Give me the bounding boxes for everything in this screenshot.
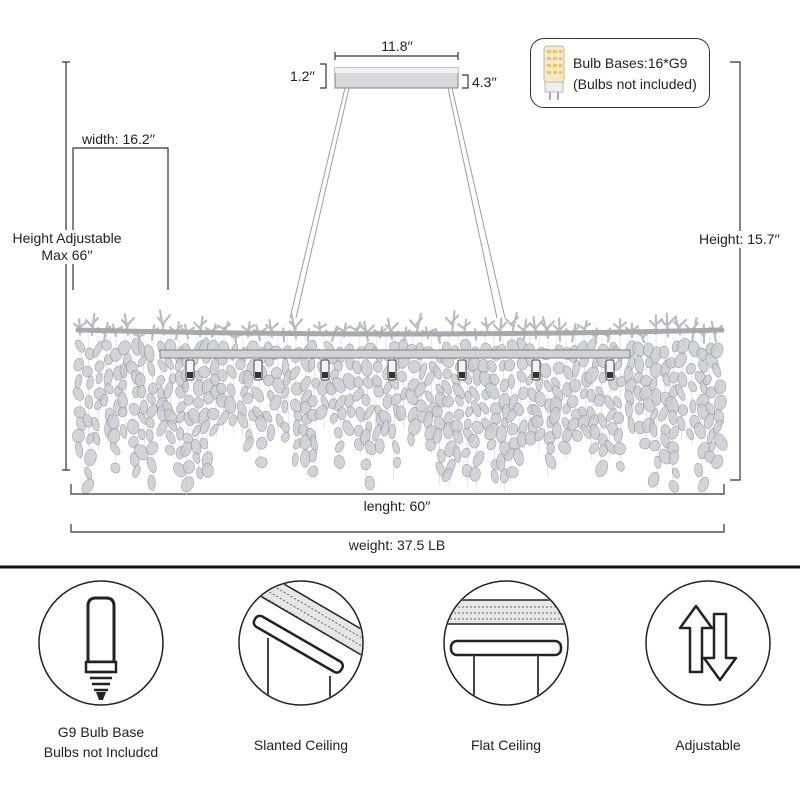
chandelier	[72, 309, 728, 495]
height-adjustable-line1: Height Adjustable	[12, 230, 122, 246]
flat-ceiling-icon	[443, 580, 569, 706]
height-adjustable-label: Height Adjustable Max 66′′	[10, 230, 124, 264]
length-label: lenght: 60′′	[363, 498, 431, 514]
suspension-cables	[289, 87, 506, 319]
height-label: Height: 15.7′′	[697, 231, 782, 248]
height-adjustable-line2: Max 66′′	[41, 247, 93, 263]
feature-label-slanted: Slanted Ceiling	[253, 737, 349, 753]
canopy-depth-dimension	[462, 74, 469, 89]
bulbs-not-included-text: (Bulbs not included)	[573, 76, 697, 92]
width-label: width: 16.2′′	[82, 131, 155, 147]
weight-label: weight: 37.5 LB	[348, 537, 446, 553]
slanted-ceiling-icon	[238, 580, 364, 706]
feature-label-g9: G9 Bulb Base Bulbs not Includcd	[44, 722, 158, 762]
feature-label-adjustable: Adjustable	[675, 737, 741, 753]
canopy-depth-label: 4.3′′	[472, 74, 497, 90]
canopy-width-dimension	[334, 52, 459, 60]
length-dimension	[70, 484, 725, 495]
bulb-info-box: Bulb Bases:16*G9 (Bulbs not included)	[530, 38, 710, 108]
weight-dimension	[70, 524, 725, 533]
canopy-height-label: 1.2′′	[290, 68, 315, 84]
height-adjustable-dimension	[62, 61, 70, 471]
width-dimension	[72, 147, 169, 290]
feature-label-flat: Flat Ceiling	[470, 737, 542, 753]
feature-g9-line2: Bulbs not Includcd	[43, 744, 159, 760]
g9-led-bulb-icon	[543, 45, 565, 100]
bulb-bases-text: Bulb Bases:16*G9	[573, 55, 688, 71]
feature-g9-line1: G9 Bulb Base	[57, 724, 145, 740]
height-dimension	[730, 61, 741, 481]
ceiling-canopy	[334, 67, 459, 89]
canopy-height-dimension	[320, 63, 327, 89]
canopy-width-label: 11.8′′	[381, 38, 413, 54]
g9-bulb-icon	[38, 580, 164, 706]
adjustable-arrows-icon	[645, 580, 771, 706]
